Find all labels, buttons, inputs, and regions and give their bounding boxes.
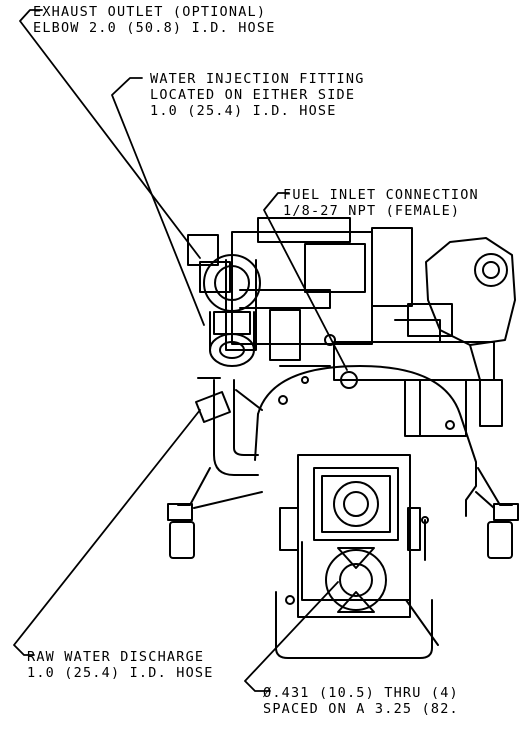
right-accessories	[407, 237, 516, 427]
water-injection-callout: WATER INJECTION FITTING LOCATED ON EITHE…	[150, 71, 365, 119]
water-injection-hose-size-label: 1.0 (25.4) I.D. HOSE	[150, 103, 337, 119]
raw-water-leader	[13, 409, 201, 656]
mounting-hole-spacing-label: SPACED ON A 3.25 (82.	[263, 701, 459, 717]
base-sump	[275, 591, 433, 659]
leader-lines	[13, 9, 348, 692]
fuel-inlet-label: FUEL INLET CONNECTION	[283, 187, 479, 203]
exhaust-leader	[19, 9, 201, 259]
mounting-leader	[244, 581, 339, 692]
fuel-inlet-callout: FUEL INLET CONNECTION 1/8-27 NPT (FEMALE…	[283, 187, 479, 219]
hose-routing	[195, 377, 263, 476]
water-injection-label: WATER INJECTION FITTING	[150, 71, 365, 87]
raw-water-label: RAW WATER DISCHARGE	[27, 649, 205, 665]
raw-water-callout: RAW WATER DISCHARGE 1.0 (25.4) I.D. HOSE	[27, 649, 214, 681]
exhaust-outlet-callout: EXHAUST OUTLET (OPTIONAL) ELBOW 2.0 (50.…	[33, 4, 276, 36]
mounting-hole-size-label: Ø.431 (10.5) THRU (4)	[263, 685, 459, 701]
transmission	[279, 454, 439, 646]
mounting-frame	[167, 467, 519, 559]
water-injection-leader	[111, 77, 205, 326]
exhaust-outlet-label: EXHAUST OUTLET (OPTIONAL)	[33, 4, 267, 20]
fuel-inlet-thread-label: 1/8-27 NPT (FEMALE)	[283, 203, 461, 219]
raw-water-hose-size-label: 1.0 (25.4) I.D. HOSE	[27, 665, 214, 681]
bellhousing	[254, 365, 477, 517]
exhaust-elbow-assembly	[203, 254, 261, 367]
exhaust-hose-size-label: ELBOW 2.0 (50.8) I.D. HOSE	[33, 20, 276, 36]
water-injection-location-label: LOCATED ON EITHER SIDE	[150, 87, 356, 103]
mounting-hole-callout: Ø.431 (10.5) THRU (4) SPACED ON A 3.25 (…	[263, 685, 459, 717]
